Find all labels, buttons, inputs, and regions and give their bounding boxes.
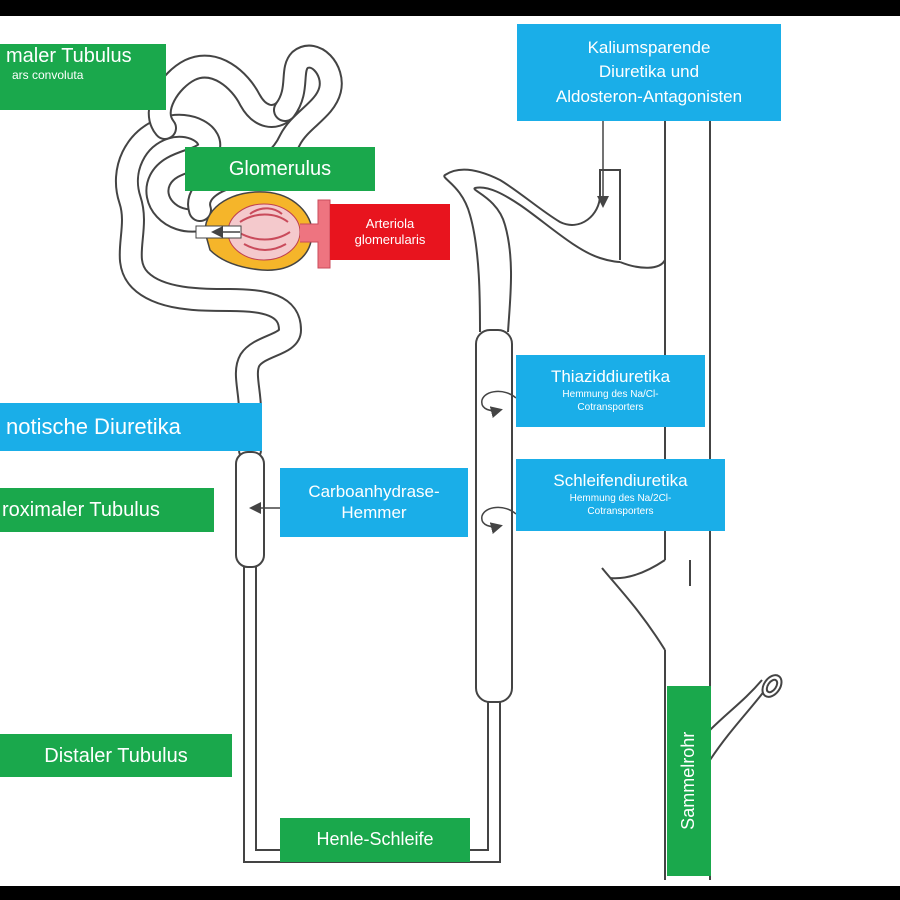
- kaliumsparende-label: Kaliumsparende Diuretika und Aldosteron-…: [517, 24, 781, 121]
- distal-convoluted-tubule: [443, 168, 621, 333]
- proximal-convoluted-label: maler Tubulus ars convoluta: [0, 44, 166, 110]
- glomerulus-label: Glomerulus: [185, 147, 375, 191]
- top-frame: [0, 0, 900, 16]
- carboanhydrase-label: Carboanhydrase- Hemmer: [280, 468, 468, 537]
- carbo-line1: Carboanhydrase-: [308, 482, 440, 502]
- thiazid-title: Thiaziddiuretika: [550, 367, 671, 387]
- ascending-limb: [475, 329, 513, 703]
- arteriola-line2: glomerularis: [354, 232, 426, 247]
- bottom-frame: [0, 886, 900, 900]
- arteriola-line1: Arteriola: [365, 216, 415, 232]
- thiazid-sub2: Cotransporters: [577, 402, 644, 414]
- glomerulus-label-text: Glomerulus: [228, 158, 332, 180]
- osmotic-label-text: notische Diuretika: [6, 413, 181, 439]
- henle-schleife-label: Henle-Schleife: [280, 818, 470, 862]
- schleifen-title: Schleifendiuretika: [553, 471, 688, 491]
- henle-label-text: Henle-Schleife: [316, 829, 434, 850]
- proximal-convoluted-title: maler Tubulus: [6, 45, 132, 67]
- distal-label-text: Distaler Tubulus: [44, 744, 188, 767]
- proximal-straight-text: roximaler Tubulus: [2, 499, 160, 521]
- kalium-line2: Diuretika und: [598, 62, 700, 82]
- schleifen-sub1: Hemmung des Na/2Cl-: [569, 492, 672, 504]
- osmotic-diuretics-label: notische Diuretika: [0, 403, 262, 451]
- curved-arrow-icon: [481, 390, 517, 534]
- sammelrohr-label-text: Sammelrohr: [678, 731, 699, 831]
- kalium-line3: Aldosteron-Antagonisten: [555, 86, 743, 106]
- sammelrohr-label: Sammelrohr: [667, 686, 711, 876]
- thiazid-sub1: Hemmung des Na/Cl-: [562, 388, 659, 400]
- proximal-convoluted-subtitle: ars convoluta: [12, 68, 84, 82]
- arteriola-label: Arteriola glomerularis: [330, 204, 450, 260]
- carbo-line2: Hemmer: [341, 502, 407, 522]
- schleifen-sub2: Cotransporters: [587, 506, 654, 518]
- proximal-straight-tubule: [235, 451, 265, 568]
- glomerulus-illustration: [195, 191, 331, 271]
- distal-tubulus-label: Distaler Tubulus: [0, 734, 232, 777]
- thiazid-label: Thiaziddiuretika Hemmung des Na/Cl- Cotr…: [516, 355, 705, 427]
- kalium-line1: Kaliumsparende: [587, 37, 711, 57]
- proximal-straight-label: roximaler Tubulus: [0, 488, 214, 532]
- schleifen-label: Schleifendiuretika Hemmung des Na/2Cl- C…: [516, 459, 725, 531]
